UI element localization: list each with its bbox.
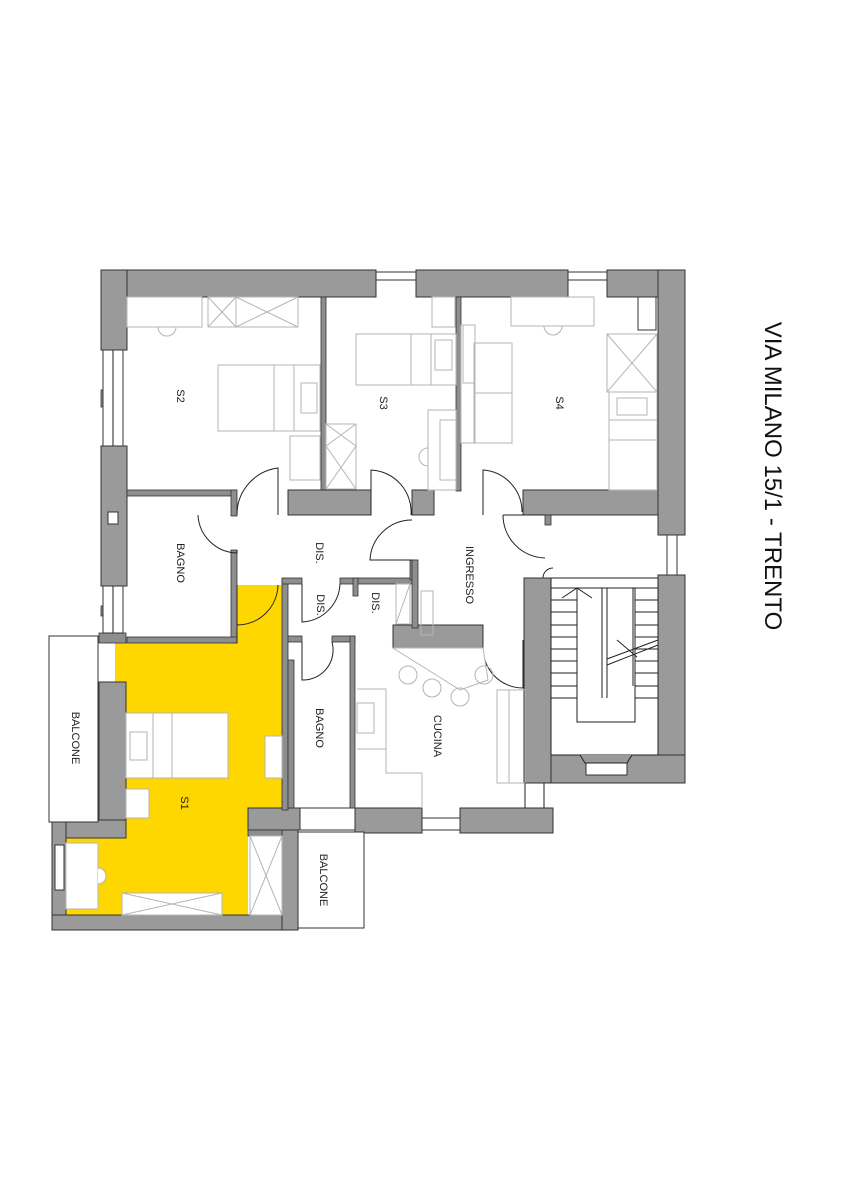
room-label-balcone-2: BALCONE (317, 854, 329, 907)
room-label-dis-1: DIS. (313, 542, 325, 563)
room-label-dis-2: DIS. (314, 594, 326, 615)
interior-walls (126, 296, 659, 837)
room-label-bagno-1: BAGNO (174, 543, 186, 583)
room-label-bagno-2: BAGNO (313, 708, 325, 748)
plan-title: VIA MILANO 15/1 - TRENTO (759, 322, 786, 631)
windows (54, 271, 678, 891)
room-label-s1: S1 (178, 796, 190, 809)
furniture-s2 (126, 296, 357, 490)
furniture-s4 (460, 296, 658, 491)
room-label-cucina: CUCINA (431, 715, 443, 758)
room-label-s3: S3 (377, 396, 389, 409)
room-label-ingresso: INGRESSO (463, 546, 475, 605)
furniture-s3 (355, 296, 457, 491)
room-label-dis-3: DIS. (369, 592, 381, 613)
room-label-balcone-1: BALCONE (69, 712, 81, 765)
doors (197, 467, 554, 689)
balconies (48, 635, 365, 929)
furniture-kitchen (356, 583, 545, 808)
room-label-s4: S4 (553, 396, 565, 409)
room-label-s2: S2 (174, 389, 186, 402)
staircase (550, 577, 659, 764)
room-labels: S2 S3 S4 BAGNO DIS. DIS. DIS. INGRESSO B… (69, 389, 565, 906)
furniture-s1 (65, 712, 283, 916)
